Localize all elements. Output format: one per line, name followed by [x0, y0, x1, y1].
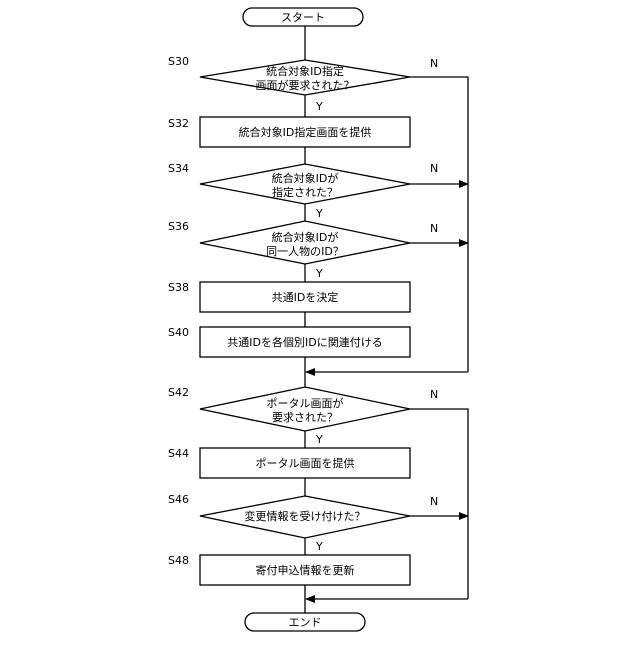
process-s32-text: 統合対象ID指定画面を提供	[239, 125, 372, 139]
no-label-s46: N	[430, 495, 438, 508]
yes-label-s34: Y	[315, 207, 323, 220]
step-id-s30: S30	[168, 55, 189, 68]
decision-s36-line2: 同一人物のID？	[266, 244, 344, 258]
process-s38: S38 共通IDを決定	[168, 281, 410, 312]
end-terminal: エンド	[245, 613, 365, 631]
step-id-s40: S40	[168, 326, 189, 339]
yes-label-s42: Y	[315, 433, 323, 446]
no-label-s34: N	[430, 162, 438, 175]
step-id-s32: S32	[168, 117, 189, 130]
process-s48: S48 寄付申込情報を更新	[168, 554, 410, 585]
step-id-s34: S34	[168, 162, 189, 175]
step-id-s48: S48	[168, 554, 189, 567]
decision-s42: S42 ポータル画面が 要求された？ Y N	[168, 386, 438, 446]
yes-label-s30: Y	[315, 100, 323, 113]
process-s40: S40 共通IDを各個別IDに関連付ける	[168, 326, 410, 357]
yes-label-s36: Y	[315, 267, 323, 280]
start-terminal: スタート	[243, 8, 363, 26]
decision-s30-line1: 統合対象ID指定	[266, 64, 344, 78]
no-label-s30: N	[430, 57, 438, 70]
process-s38-text: 共通IDを決定	[272, 290, 339, 304]
decision-s46: S46 変更情報を受け付けた？ Y N	[168, 493, 438, 553]
step-id-s46: S46	[168, 493, 189, 506]
step-id-s36: S36	[168, 220, 189, 233]
step-id-s44: S44	[168, 447, 189, 460]
process-s40-text: 共通IDを各個別IDに関連付ける	[227, 335, 382, 349]
process-s44-text: ポータル画面を提供	[256, 456, 355, 470]
step-id-s38: S38	[168, 281, 189, 294]
decision-s34-line2: 指定された？	[272, 185, 338, 199]
decision-s42-line2: 要求された？	[272, 411, 338, 424]
decision-s30: S30 統合対象ID指定 画面が要求された？ Y N	[168, 55, 438, 113]
decision-s42-line1: ポータル画面が	[267, 396, 344, 410]
no-label-s36: N	[430, 222, 438, 235]
decision-s36-line1: 統合対象IDが	[272, 230, 339, 244]
start-label: スタート	[281, 11, 325, 24]
yes-label-s46: Y	[315, 540, 323, 553]
process-s32: S32 統合対象ID指定画面を提供	[168, 117, 410, 147]
end-label: エンド	[289, 616, 322, 629]
step-id-s42: S42	[168, 386, 189, 399]
decision-s34: S34 統合対象IDが 指定された？ Y N	[168, 162, 438, 220]
decision-s36: S36 統合対象IDが 同一人物のID？ Y N	[168, 220, 438, 280]
process-s48-text: 寄付申込情報を更新	[256, 563, 355, 577]
decision-s34-line1: 統合対象IDが	[272, 171, 339, 185]
decision-s30-line2: 画面が要求された？	[256, 78, 355, 92]
process-s44: S44 ポータル画面を提供	[168, 447, 410, 478]
decision-s46-text: 変更情報を受け付けた？	[245, 509, 366, 523]
no-label-s42: N	[430, 388, 438, 401]
